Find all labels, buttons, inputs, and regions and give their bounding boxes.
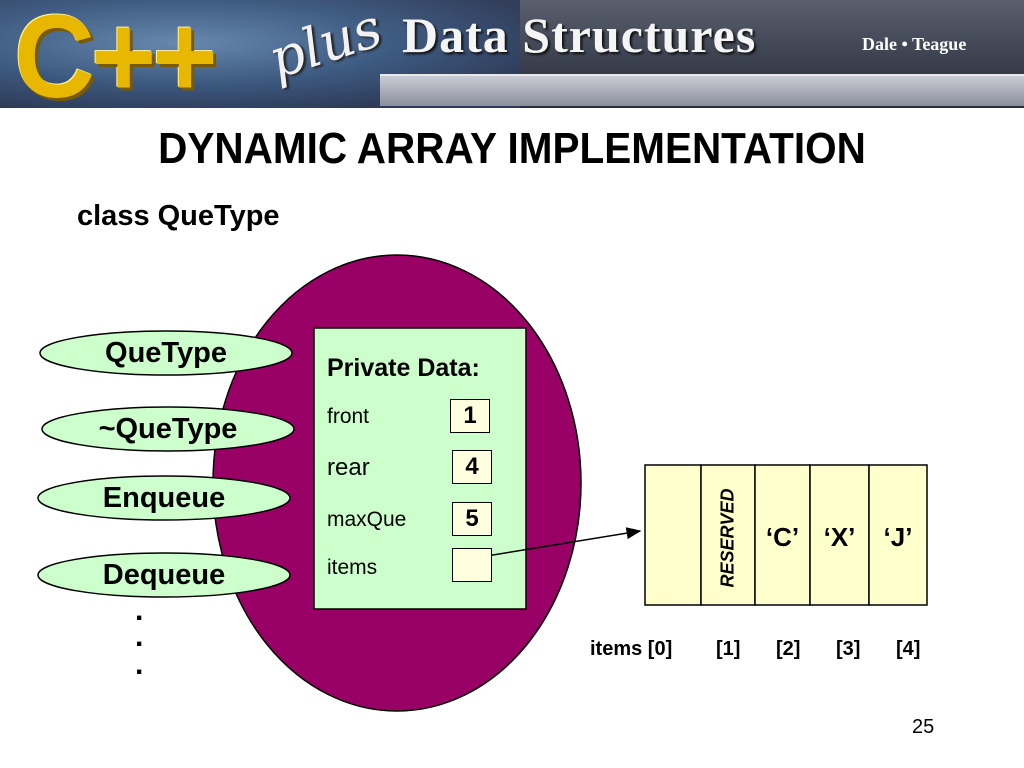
array-cell-4: [868, 464, 928, 606]
array-cell-3: [809, 464, 870, 606]
array-cell-2: [754, 464, 811, 606]
field-front-label: front: [327, 405, 370, 428]
field-front-value: 1: [450, 399, 490, 433]
array-index-3: [3]: [836, 638, 861, 660]
field-maxque-label: maxQue: [327, 508, 407, 531]
continuation-dot-2: .: [135, 620, 144, 653]
array-index-2: [2]: [776, 638, 801, 660]
field-items-pointer-box: [452, 548, 492, 582]
array-cell-2-value: ‘C’: [765, 522, 800, 552]
method-destructor-label: ~QueType: [98, 413, 238, 445]
field-rear-value: 4: [452, 450, 492, 484]
continuation-dot-3: .: [135, 648, 144, 681]
banner-cpp-logo: C++: [14, 0, 218, 108]
method-ellipse-quetype: [39, 330, 293, 376]
array-index-1: [1]: [716, 638, 741, 660]
slide-heading: DYNAMIC ARRAY IMPLEMENTATION: [158, 124, 866, 173]
continuation-dot-1: .: [135, 594, 144, 627]
field-items-label: items: [327, 556, 378, 579]
method-ellipse-dequeue: [37, 552, 291, 598]
method-ellipse-destructor: [41, 406, 295, 452]
method-ellipse-enqueue: [37, 475, 291, 521]
page-number: 25: [912, 716, 935, 738]
banner-title: Data Structures: [402, 7, 757, 63]
book-banner: C++ plus Data Structures Dale • Teague: [0, 0, 1024, 108]
array-cell-0: [644, 464, 702, 606]
class-label: class QueType: [77, 200, 280, 232]
banner-stripe: [380, 74, 1024, 106]
method-enqueue-label: Enqueue: [102, 482, 226, 514]
array-index-4: [4]: [896, 638, 921, 660]
banner-authors: Dale • Teague: [862, 34, 967, 54]
field-rear-label: rear: [327, 454, 370, 481]
array-cell-3-value: ‘X’: [823, 522, 856, 552]
reserved-label: RESERVED: [717, 488, 738, 588]
field-maxque-value: 5: [452, 502, 492, 536]
method-dequeue-label: Dequeue: [102, 559, 226, 591]
method-quetype-label: QueType: [105, 337, 227, 369]
array-index-0: items [0]: [590, 638, 673, 660]
private-data-title: Private Data:: [327, 354, 480, 382]
array-cell-4-value: ‘J’: [883, 522, 913, 552]
